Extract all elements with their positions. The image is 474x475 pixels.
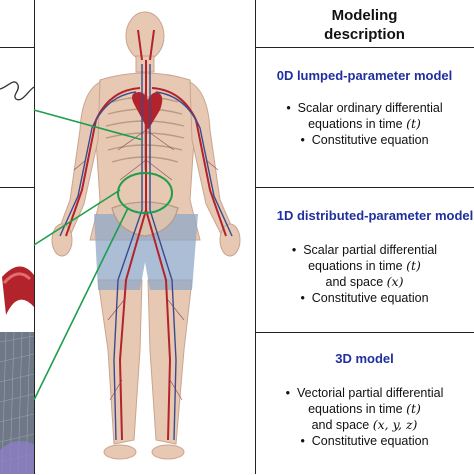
head-shape [125, 11, 165, 61]
bullet-3d-1-cont: equations in time (t) [255, 401, 474, 417]
bullet-1d-2: • Constitutive equation [300, 291, 429, 305]
bullet-3d-1: • Vectorial partial differential [285, 386, 444, 400]
bullet-1d-1-and: and space [325, 275, 384, 289]
divider-left [34, 0, 35, 474]
row-3d-model: 3D model • Vectorial partial differentia… [255, 332, 474, 475]
veins [59, 64, 233, 441]
bullet-1d-1-cont: equations in time (t) [255, 258, 474, 274]
bullet-3d-1-text: Vectorial partial differential [296, 386, 444, 400]
bullet-3d-1-cont-text: equations in time [308, 402, 403, 416]
bullets-3d: • Vectorial partial differential equatio… [255, 385, 474, 449]
highlight-circle [117, 172, 173, 214]
bullet-3d-1-var2: (x, y, z) [372, 417, 418, 432]
bullets-0d: • Scalar ordinary differential equations… [255, 100, 474, 148]
left-thumbnail-column [0, 0, 34, 474]
header-line-1: Modeling [331, 7, 398, 24]
bullet-1d-1-var: (t) [406, 258, 421, 273]
model-title-0d: 0D lumped-parameter model [276, 68, 453, 83]
heart [132, 92, 163, 130]
row-0d-model: 0D lumped-parameter model • Scalar ordin… [255, 47, 474, 188]
left-header-cell [0, 0, 34, 48]
bullet-1d-1: • Scalar partial differential [291, 243, 438, 257]
left-0d-cell [0, 47, 34, 188]
bullet-3d-1-var: (t) [406, 401, 421, 416]
bullet-3d-2: • Constitutive equation [300, 434, 429, 448]
bullet-0d-1-text: Scalar ordinary differential [297, 101, 443, 115]
artery-segment-thumbnail [2, 266, 34, 315]
row-1d-model: 1D distributed-parameter model • Scalar … [255, 187, 474, 333]
header-line-2: description [324, 26, 405, 43]
bullet-3d-1-and: and space [311, 418, 370, 432]
bullet-1d-1-var2: (x) [386, 274, 404, 289]
bullet-3d-2-text: Constitutive equation [311, 434, 429, 448]
circuit-waveform-thumbnail [0, 81, 34, 101]
divider-right [255, 0, 256, 474]
bullet-0d-1-cont-text: equations in time [308, 117, 403, 131]
bullet-1d-1-text: Scalar partial differential [303, 243, 438, 257]
bullet-3d-1-space: and space (x, y, z) [255, 417, 474, 433]
mesh-thumbnail [0, 331, 34, 474]
bullet-1d-1-space: and space (x) [255, 274, 474, 290]
bullet-0d-1: • Scalar ordinary differential [286, 101, 443, 115]
model-title-3d: 3D model [335, 351, 394, 366]
bullet-0d-2: • Constitutive equation [300, 133, 429, 147]
bullet-0d-1-var: (t) [406, 116, 421, 131]
column-header: Modeling description [255, 6, 474, 44]
model-title-1d: 1D distributed-parameter model [276, 208, 474, 223]
bullets-1d: • Scalar partial differential equations … [255, 242, 474, 306]
bullet-1d-2-text: Constitutive equation [311, 291, 429, 305]
bullet-1d-1-cont-text: equations in time [308, 259, 403, 273]
left-3d-cell [0, 331, 34, 474]
modeling-description-column: Modeling description 0D lumped-parameter… [255, 0, 474, 474]
connector-lines [33, 109, 144, 401]
bullet-0d-1-cont: equations in time (t) [255, 116, 474, 132]
shorts-overlay [94, 214, 198, 290]
small-vessels [73, 129, 219, 401]
bullet-0d-2-text: Constitutive equation [311, 133, 429, 147]
